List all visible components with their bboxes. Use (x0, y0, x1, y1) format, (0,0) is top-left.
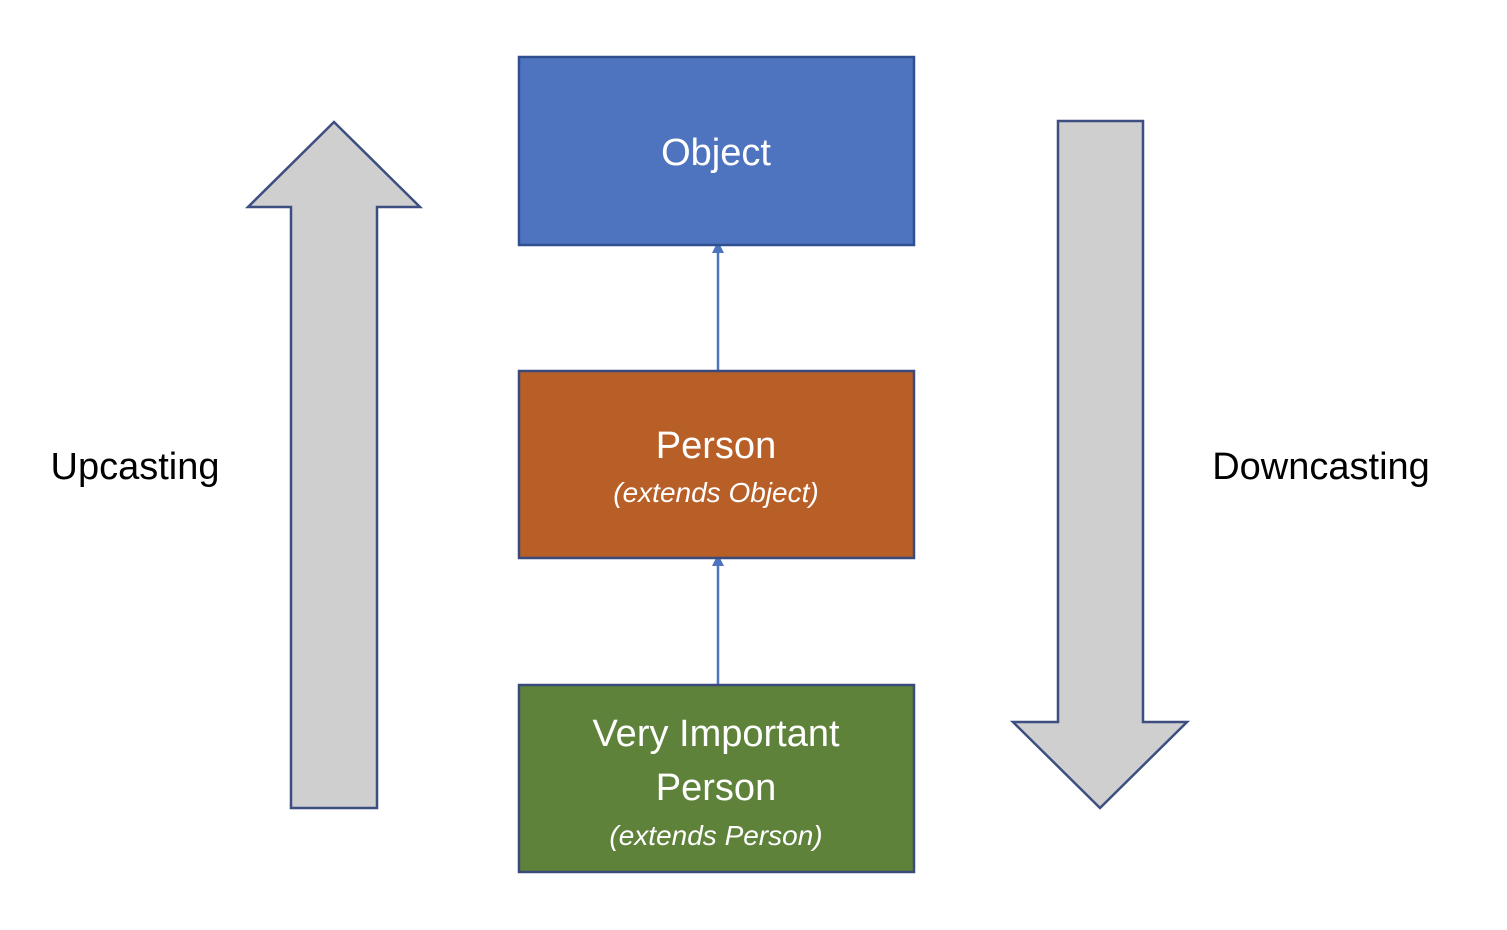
object-box (517, 55, 916, 247)
object-title: Object (661, 132, 771, 174)
person-box (517, 369, 916, 560)
upcasting-label: Upcasting (51, 446, 220, 488)
downcasting-arrow (1009, 119, 1191, 810)
object-node: Object (517, 55, 916, 247)
person-subtitle: (extends Object) (613, 477, 818, 508)
vip-subtitle: (extends Person) (609, 820, 822, 851)
person-title: Person (656, 425, 776, 467)
vip-title-line2: Person (656, 767, 776, 809)
vip-title-line1: Very Important (592, 713, 840, 755)
downcasting-label: Downcasting (1212, 446, 1430, 488)
person-node: Person (extends Object) (517, 369, 916, 560)
upcasting-arrow (244, 120, 424, 810)
vip-box (517, 683, 916, 874)
vip-node: Very Important Person (extends Person) (517, 683, 916, 874)
